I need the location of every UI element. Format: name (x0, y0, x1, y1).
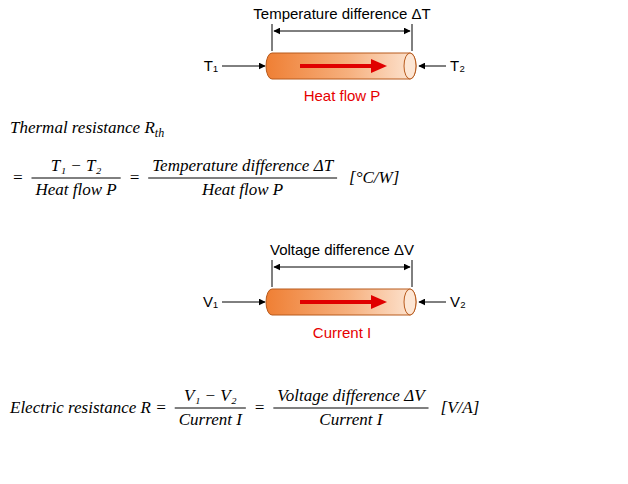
end-temperature: T₁ (204, 57, 218, 74)
fraction-bar (31, 178, 120, 179)
rod-end (404, 53, 416, 79)
fraction-denominator: Current I (319, 410, 382, 430)
pointer-arrow (222, 66, 265, 67)
end-voltage: V₂ (450, 293, 466, 310)
fraction-numerator: T₁ − T₂ (51, 156, 102, 176)
fraction-bar (148, 178, 337, 179)
unit-label: [°C/W] (349, 168, 399, 188)
unit-label: [V/A] (441, 398, 480, 418)
electric-rod-figure (222, 260, 446, 315)
end-temperature: T₂ (450, 57, 465, 74)
dimension-tick (412, 260, 413, 287)
fraction-bar (175, 408, 246, 409)
dimension-arrow (274, 267, 410, 268)
dimension-tick (272, 260, 273, 287)
dimension-label: Temperature difference ΔT (253, 5, 430, 22)
formula-title: Electric resistance R = (10, 398, 167, 418)
flow-arrow (300, 64, 372, 68)
dimension-label: Voltage difference ΔV (270, 241, 414, 258)
flow-arrow (300, 300, 372, 304)
pointer-arrow (419, 66, 446, 67)
rod-end (404, 289, 416, 315)
flow-arrowhead (371, 59, 387, 73)
fraction-bar (273, 408, 428, 409)
fraction-numerator: V₁ − V₂ (184, 386, 237, 406)
flow-label: Current I (313, 324, 371, 341)
dimension-tick (272, 24, 273, 51)
formula-title: Thermal resistance R (10, 118, 155, 138)
fraction-denominator: Heat flow P (35, 180, 116, 200)
flow-label: Heat flow P (304, 87, 381, 104)
rod-body (266, 289, 416, 315)
pointer-arrow (419, 302, 446, 303)
fraction-numerator: Temperature difference ΔT (152, 156, 333, 176)
end-voltage: V₁ (203, 293, 218, 310)
fraction-denominator: Heat flow P (202, 180, 283, 200)
equals-sign: = (12, 168, 23, 188)
flow-arrowhead (371, 295, 387, 309)
dimension-tick (412, 24, 413, 51)
fraction-denominator: Current I (179, 410, 242, 430)
rod-body (266, 53, 416, 79)
formula-subscript: th (155, 127, 164, 141)
fraction-numerator: Voltage difference ΔV (277, 386, 424, 406)
pointer-arrow (222, 302, 265, 303)
dimension-arrow (274, 31, 410, 32)
equals-sign: = (129, 168, 140, 188)
thermal-rod-figure (222, 24, 446, 79)
equals-sign: = (254, 398, 265, 418)
